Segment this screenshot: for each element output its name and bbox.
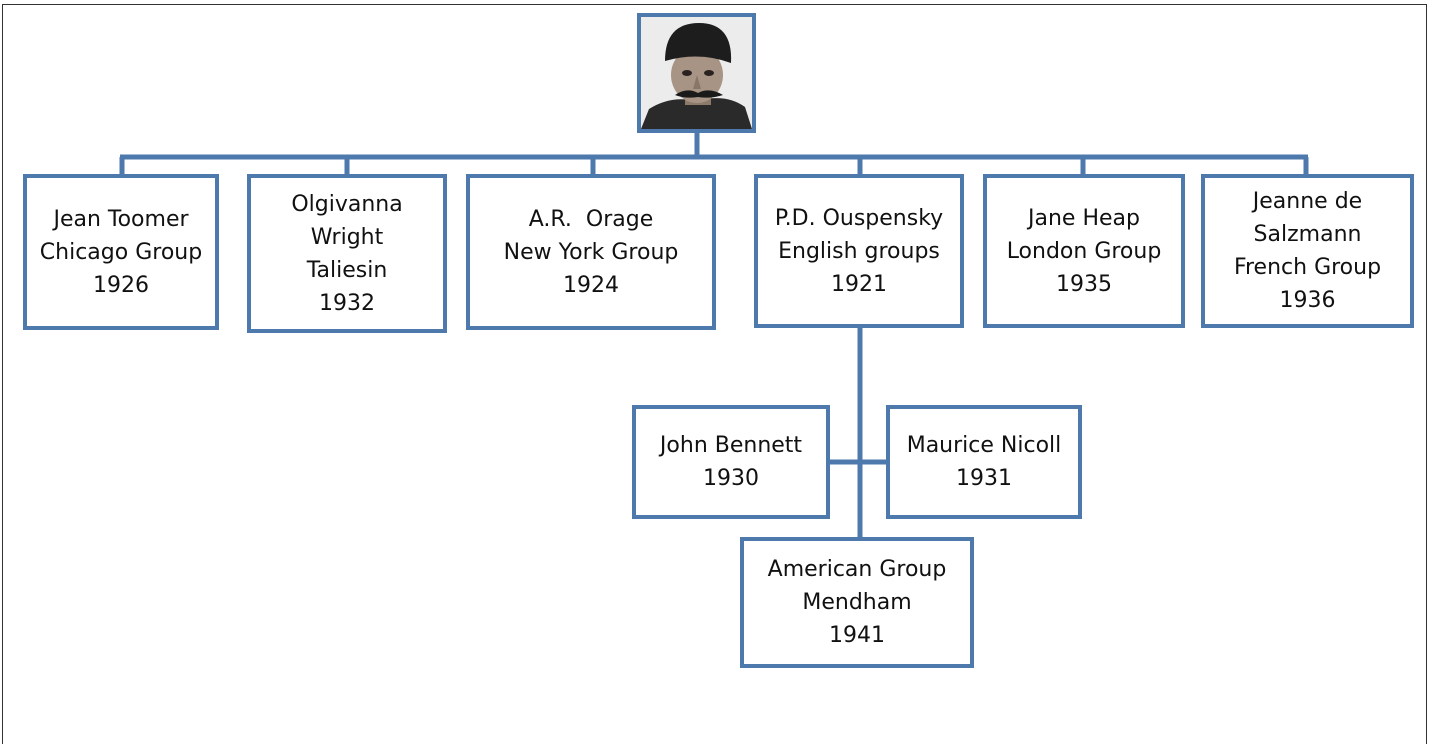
- node-year: 1935: [1056, 271, 1112, 297]
- node-group: English groups: [778, 238, 940, 264]
- root-portrait: [637, 13, 756, 133]
- node-group: Chicago Group: [39, 239, 203, 265]
- node-olgivanna-wright: Olgivanna Wright Taliesin 1932: [247, 174, 447, 333]
- node-name-line2: Wright: [310, 224, 384, 250]
- node-group: London Group: [1006, 238, 1162, 264]
- node-name: John Bennett: [659, 433, 803, 458]
- node-group: Taliesin: [306, 257, 388, 283]
- node-year: 1932: [319, 290, 375, 316]
- node-name-line1: Jeanne de: [1252, 189, 1363, 214]
- diagram-frame: [2, 4, 1427, 744]
- node-place: Mendham: [802, 590, 912, 615]
- node-group: French Group: [1233, 255, 1382, 280]
- node-jean-toomer: Jean Toomer Chicago Group 1926: [23, 174, 219, 330]
- node-name: P.D. Ouspensky: [774, 205, 944, 231]
- node-american-group: American Group Mendham 1941: [740, 537, 974, 668]
- node-year: 1936: [1279, 288, 1336, 313]
- node-ar-orage: A.R. Orage New York Group 1924: [466, 174, 716, 330]
- node-name: Maurice Nicoll: [906, 433, 1062, 458]
- node-name: Jane Heap: [1028, 205, 1140, 231]
- node-pd-ouspensky: P.D. Ouspensky English groups 1921: [754, 174, 964, 328]
- node-year: 1921: [831, 271, 887, 297]
- node-name: American Group: [767, 557, 947, 582]
- node-name: Jean Toomer: [53, 206, 189, 232]
- node-name-line1: Olgivanna: [291, 191, 403, 217]
- node-year: 1924: [563, 272, 619, 298]
- portrait-photo-icon: [641, 17, 752, 129]
- node-year: 1941: [829, 623, 885, 648]
- node-john-bennett: John Bennett 1930: [632, 405, 830, 519]
- node-group: New York Group: [503, 239, 679, 265]
- node-jeanne-de-salzmann: Jeanne de Salzmann French Group 1936: [1201, 174, 1414, 328]
- node-year: 1930: [703, 466, 759, 491]
- node-year: 1926: [93, 272, 149, 298]
- node-name: A.R. Orage: [528, 206, 654, 232]
- node-year: 1931: [956, 466, 1012, 491]
- node-jane-heap: Jane Heap London Group 1935: [983, 174, 1185, 328]
- node-name-line2: Salzmann: [1253, 222, 1362, 247]
- node-maurice-nicoll: Maurice Nicoll 1931: [886, 405, 1082, 519]
